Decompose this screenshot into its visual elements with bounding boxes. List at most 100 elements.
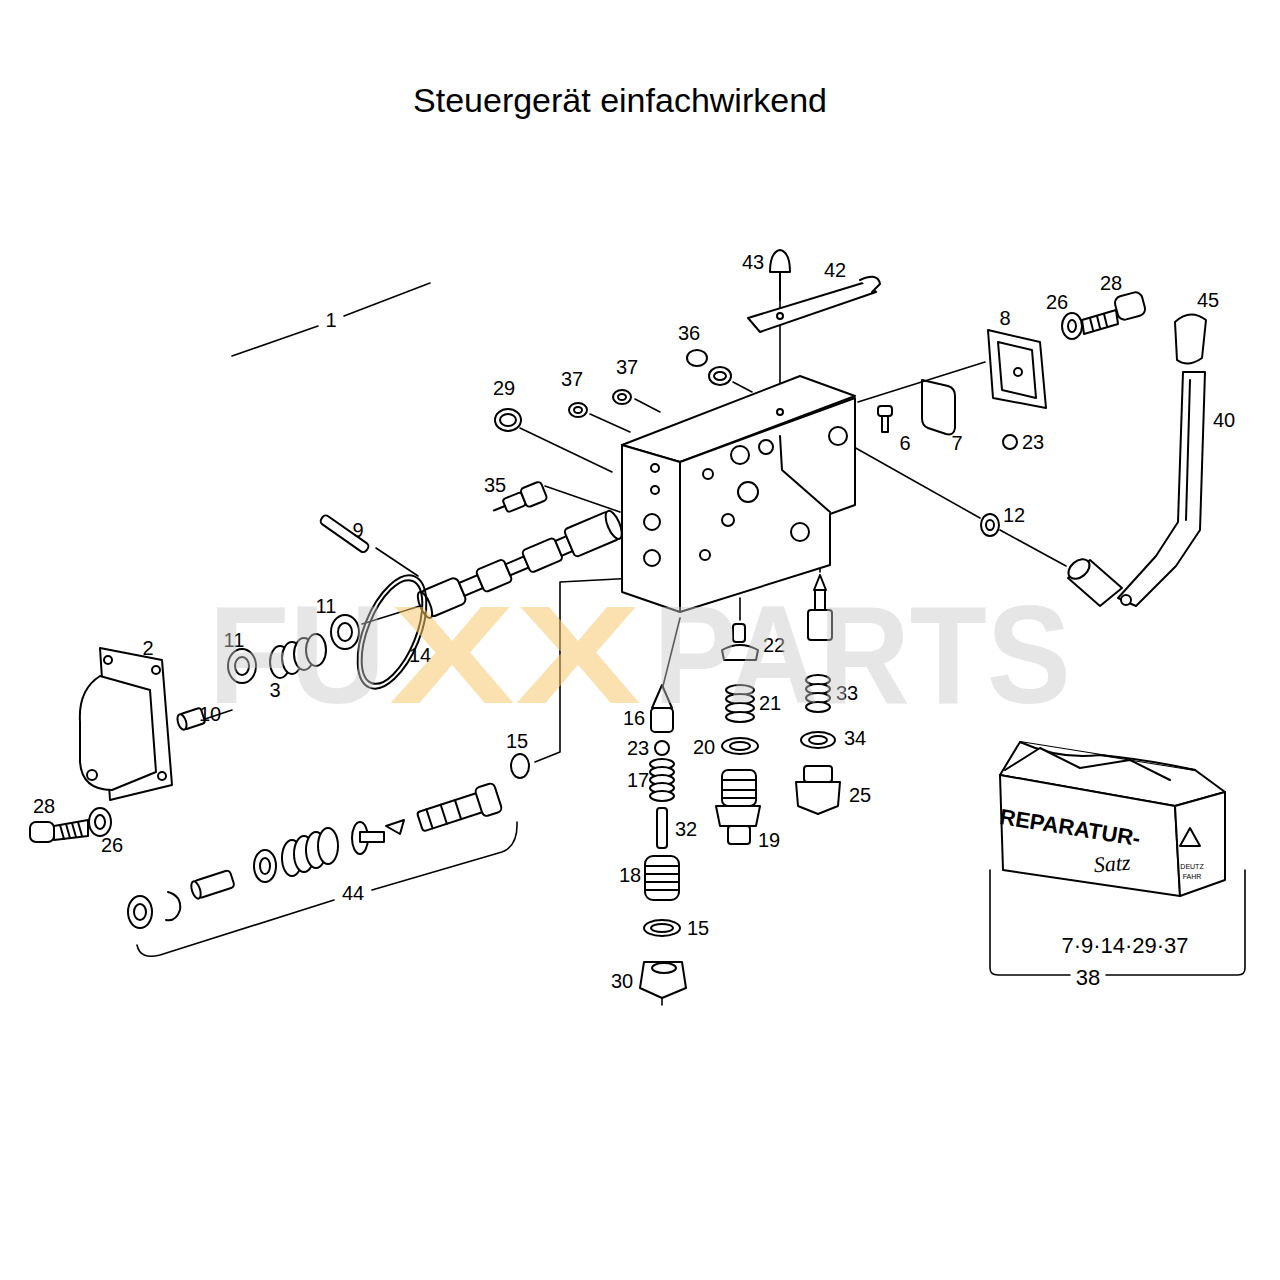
cover-8 [1014,368,1022,376]
valve-column-2 [733,624,745,642]
callout-number: 33 [836,683,858,703]
repair-kit-box [1000,742,1225,896]
knob-45 [1175,314,1206,363]
spring-3 [306,634,326,666]
bracket [137,822,1245,975]
callout-number: 34 [844,728,866,748]
callout-number: 11 [316,596,337,616]
valve-column-3 [806,702,830,712]
washer-26 [1062,313,1082,339]
cover-8 [998,342,1036,398]
cover-2 [158,772,166,780]
cover-2 [152,666,160,674]
ring-37 [618,394,626,400]
callout-number: 23 [1022,432,1044,452]
plate-42 [748,277,880,332]
plate-42 [860,277,880,292]
cover-8 [988,330,1046,408]
callout-number: 19 [758,830,780,850]
valve-body [680,398,855,612]
plate-42 [777,313,783,319]
cover-2 [87,770,97,780]
ring-11 [228,615,359,683]
valve-column-2 [722,738,758,754]
pin-43 [770,250,790,300]
callout-number: 28 [33,796,55,816]
callout-number: 20 [693,737,715,757]
valve-body [703,469,713,479]
bracket [1106,870,1245,975]
callout-number: 26 [1046,292,1068,312]
ring-29 [495,409,521,431]
assembly-44 [360,832,384,842]
callout-number: 23 [627,738,649,758]
valve-column-3 [814,575,826,590]
screw-28 [1082,310,1118,334]
gasket-7 [922,380,955,434]
callout-number: 30 [611,971,633,991]
callout-number: 12 [1003,505,1025,525]
control-spool [602,509,625,541]
valve-column-2 [728,826,750,844]
screw-28 [1113,291,1146,321]
valve-column-1 [657,808,667,848]
assembly-44 [318,828,338,864]
valve-body [700,550,710,560]
callout-number: 6 [899,433,910,453]
assembly-44 [189,870,235,900]
valve-column-1 [655,741,669,755]
guide-line [205,710,232,719]
pin-10 [176,713,189,731]
guide-line [1000,530,1066,566]
callout-number: 9 [352,520,363,540]
ring-11 [228,649,256,683]
washer-26 [1062,313,1082,339]
callout-number: 42 [824,260,846,280]
valve-column-1 [644,920,680,936]
guide-line [520,428,612,472]
callout-number: 18 [619,865,641,885]
ring-23 [1003,435,1017,449]
watermark: XX [389,585,641,725]
valve-body [829,427,847,445]
guide-line [733,382,752,392]
pin-9 [319,514,370,554]
callout-number: 8 [999,308,1010,328]
plug-35 [494,506,505,510]
ring-36 [687,350,731,385]
logo-text: FAHR [1183,873,1202,880]
guide-line [590,414,630,432]
ring-12 [981,514,999,536]
valve-column-3 [808,610,832,640]
valve-column-3 [815,590,825,610]
valve-column-2 [716,806,760,826]
assembly-44 [415,782,502,836]
kit-label: REPARATUR- [998,806,1142,850]
valve-column-2 [716,624,760,844]
callout-number: 3 [269,680,280,700]
callout-number: 14 [409,645,431,665]
cover-2 [80,676,156,790]
valve-body [651,486,659,494]
callout-number: 38 [1076,967,1100,989]
callout-number: 7 [951,433,962,453]
valve-column-1 [645,856,679,900]
bracket [990,870,1070,975]
pin-43 [779,272,781,300]
guide-line [635,399,660,412]
ring-29 [500,414,516,426]
ring-12 [986,520,994,530]
valve-body [791,523,809,541]
callout-number: 15 [687,918,709,938]
washer-26 [95,815,105,829]
ring-37 [613,390,631,404]
callout-number: 22 [763,635,785,655]
ring-29 [495,409,521,431]
ring-37 [569,390,631,417]
watermark: FU [208,585,385,725]
assembly-44 [134,904,146,920]
valve-column-1 [645,866,679,890]
valve-body [622,376,855,612]
assembly-44 [455,800,461,819]
valve-column-2 [722,645,758,660]
